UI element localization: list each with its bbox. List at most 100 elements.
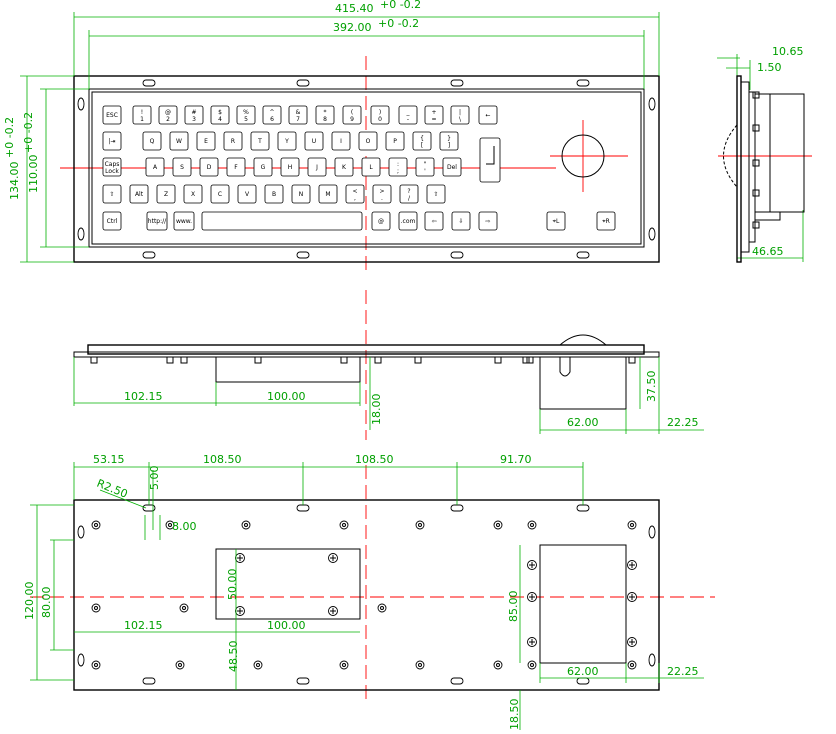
key-0-10[interactable]: )0 [370,105,390,125]
key-0-11[interactable]: _- [398,105,418,125]
key-2-2[interactable]: S [172,157,192,177]
key-2-11[interactable]: "' [415,157,435,177]
key-1-10[interactable]: P [385,131,405,151]
dim-overall-width-tol: +0 -0.2 [380,0,421,11]
key-label: + [431,109,436,116]
dim-overall-height-tol: +0 -0.2 [3,117,16,158]
key-2-6[interactable]: H [280,157,300,177]
dim-hole-gap-c: 91.70 [500,453,532,466]
key-4-8[interactable]: ⇨ [478,211,498,231]
key-0-4[interactable]: $4 [210,105,230,125]
rear-stud [493,660,503,670]
key-label: ⇧ [109,191,114,198]
key-0-13[interactable]: |\ [450,105,470,125]
key-4-1[interactable]: http:// [146,211,168,231]
key-1-3[interactable]: E [196,131,216,151]
key-1-6[interactable]: Y [277,131,297,151]
key-3-12[interactable]: ⇧ [426,184,446,204]
rear-stud [493,520,503,530]
key-1-0[interactable]: |⇥ [102,131,122,151]
rear-stud [253,660,263,670]
key-1-7[interactable]: U [304,131,324,151]
key-label: D [207,164,212,171]
key-3-9[interactable]: <, [345,184,365,204]
key-1-2[interactable]: W [169,131,189,151]
rear-stud [175,660,185,670]
key-4-5[interactable]: .com [398,211,418,231]
mount-slot [450,79,464,87]
key-1-5[interactable]: T [250,131,270,151]
dim-radius: R2.50 [95,477,130,501]
key-1-4[interactable]: R [223,131,243,151]
dim-keypad-height-tol: +0 -0.2 [22,112,35,153]
key-label: ? [407,188,410,195]
rear-stud [415,520,425,530]
dim-hole-1: 53.15 [93,453,125,466]
key-label: W [176,138,182,145]
key-label: ⇧ [433,191,438,198]
key-4-4[interactable]: @ [371,211,391,231]
key-label: B [272,191,276,198]
key-3-1[interactable]: Alt [129,184,149,204]
dim-plate-thickness: 1.50 [757,61,782,74]
key-0-1[interactable]: !1 [132,105,152,125]
key-0-8[interactable]: *8 [315,105,335,125]
key-1-8[interactable]: I [331,131,351,151]
key-1-1[interactable]: Q [142,131,162,151]
key-2-1[interactable]: A [145,157,165,177]
key-label: ^ [269,109,274,116]
dim-overall-width: 415.40 [335,2,374,15]
key-0-5[interactable]: %5 [236,105,256,125]
key-0-14[interactable]: ← [478,105,498,125]
key-3-10[interactable]: >. [372,184,392,204]
key-3-3[interactable]: X [183,184,203,204]
key-2-4[interactable]: F [226,157,246,177]
key-0-6[interactable]: ^6 [262,105,282,125]
key-3-4[interactable]: C [210,184,230,204]
key-3-2[interactable]: Z [156,184,176,204]
rear-stud [91,603,101,613]
key-3-11[interactable]: ?/ [399,184,419,204]
key-label: Caps [105,161,120,168]
key-2-9[interactable]: L [361,157,381,177]
key-0-0[interactable]: ESC [102,105,122,125]
key-3-8[interactable]: M [318,184,338,204]
key-4-3[interactable] [201,211,363,231]
key-4-10[interactable]: ⌖R [596,211,616,231]
key-4-9[interactable]: ⌖L [546,211,566,231]
key-4-6[interactable]: ⇦ [424,211,444,231]
key-2-5[interactable]: G [253,157,273,177]
rear-trackball-module [539,544,627,664]
key-2-7[interactable]: J [307,157,327,177]
trackball-icon [561,134,605,178]
key-sublabel: \ [459,116,462,123]
key-4-2[interactable]: www. [173,211,195,231]
key-1-12[interactable]: }] [439,131,459,151]
key-3-5[interactable]: V [237,184,257,204]
key-0-7[interactable]: &7 [288,105,308,125]
key-0-3[interactable]: #3 [184,105,204,125]
key-2-8[interactable]: K [334,157,354,177]
key-1-9[interactable]: O [358,131,378,151]
key-3-0[interactable]: ⇧ [102,184,122,204]
key-0-12[interactable]: += [424,105,444,125]
key-1-11[interactable]: {[ [412,131,432,151]
key-4-0[interactable]: Ctrl [102,211,122,231]
key-2-3[interactable]: D [199,157,219,177]
key-0-2[interactable]: @2 [158,105,178,125]
key-0-9[interactable]: (9 [342,105,362,125]
key-3-7[interactable]: N [291,184,311,204]
key-2-10[interactable]: :; [388,157,408,177]
key-sublabel: , [354,195,356,202]
key-4-7[interactable]: ⇩ [451,211,471,231]
key-3-6[interactable]: B [264,184,284,204]
rear-slot [450,677,464,685]
key-sublabel: ; [397,168,399,175]
key-label: R [231,138,235,145]
enter-key[interactable] [479,137,501,183]
key-sublabel: 4 [218,116,222,123]
key-2-12[interactable]: Del [442,157,462,177]
mount-slot [142,251,156,259]
